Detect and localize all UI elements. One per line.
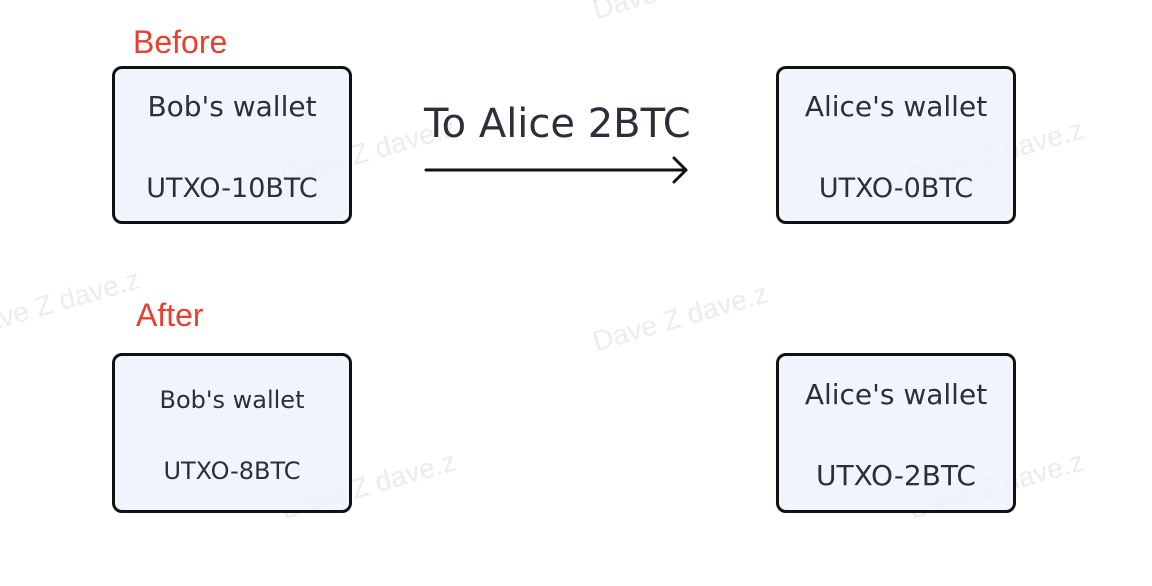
- bob-wallet-after: Bob's wallet UTXO-8BTC: [112, 353, 352, 513]
- transfer-label: To Alice 2BTC: [424, 101, 691, 147]
- wallet-title: Bob's wallet: [159, 386, 305, 414]
- wallet-title: Bob's wallet: [147, 90, 317, 123]
- after-label: After: [136, 297, 204, 333]
- watermark: Dave Z dave.z: [589, 277, 772, 358]
- watermark: Dave Z dave.z: [0, 0, 144, 10]
- alice-wallet-before: Alice's wallet UTXO-0BTC: [776, 66, 1016, 224]
- watermark: Dave Z dave.z: [589, 0, 771, 26]
- transfer-arrow: [424, 156, 688, 184]
- watermark: Dave Z dave.z: [0, 263, 144, 344]
- wallet-title: Alice's wallet: [804, 90, 988, 123]
- wallet-amount: UTXO-0BTC: [818, 173, 974, 204]
- wallet-amount: UTXO-2BTC: [816, 459, 976, 492]
- before-label: Before: [133, 24, 228, 60]
- alice-wallet-after: Alice's wallet UTXO-2BTC: [776, 353, 1016, 513]
- wallet-title: Alice's wallet: [804, 378, 988, 411]
- bob-wallet-before: Bob's wallet UTXO-10BTC: [112, 66, 352, 224]
- wallet-amount: UTXO-8BTC: [163, 457, 301, 485]
- wallet-amount: UTXO-10BTC: [146, 173, 318, 204]
